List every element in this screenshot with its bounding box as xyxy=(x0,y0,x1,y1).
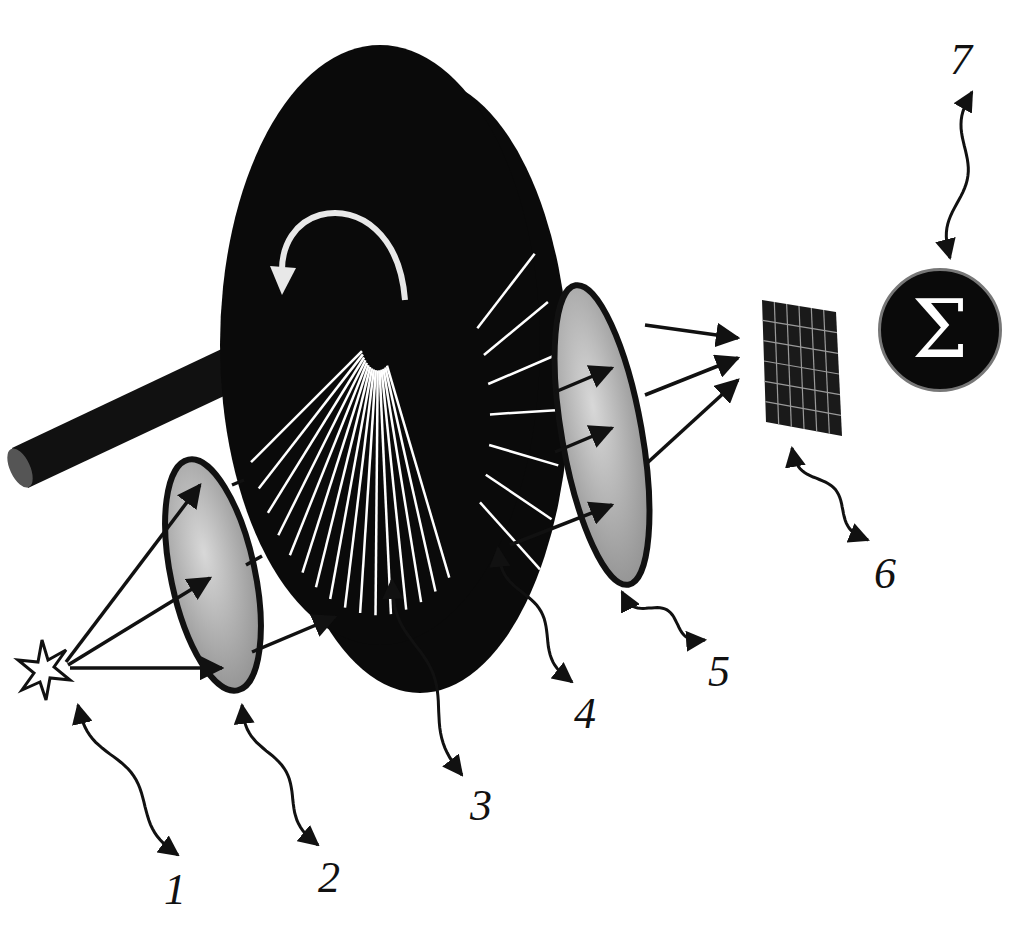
callout-number: 5 xyxy=(708,650,730,694)
callout-number: 1 xyxy=(164,868,186,912)
callout-number: 3 xyxy=(470,784,492,828)
symbol-text: Σ xyxy=(912,290,969,370)
leader-lines xyxy=(78,92,972,855)
detector-array xyxy=(762,300,842,436)
callout-number: 4 xyxy=(574,692,596,736)
rotating-disc xyxy=(220,45,540,645)
disc-slits xyxy=(251,254,560,616)
light-source xyxy=(18,640,70,700)
callout-number: 6 xyxy=(874,552,896,596)
light-rays xyxy=(66,325,738,668)
summation-circle: Σ xyxy=(878,268,1002,392)
lens xyxy=(147,451,278,699)
rotation-arrow xyxy=(270,213,405,300)
callout-number: 2 xyxy=(318,856,340,900)
callout-number: 7 xyxy=(950,38,972,82)
